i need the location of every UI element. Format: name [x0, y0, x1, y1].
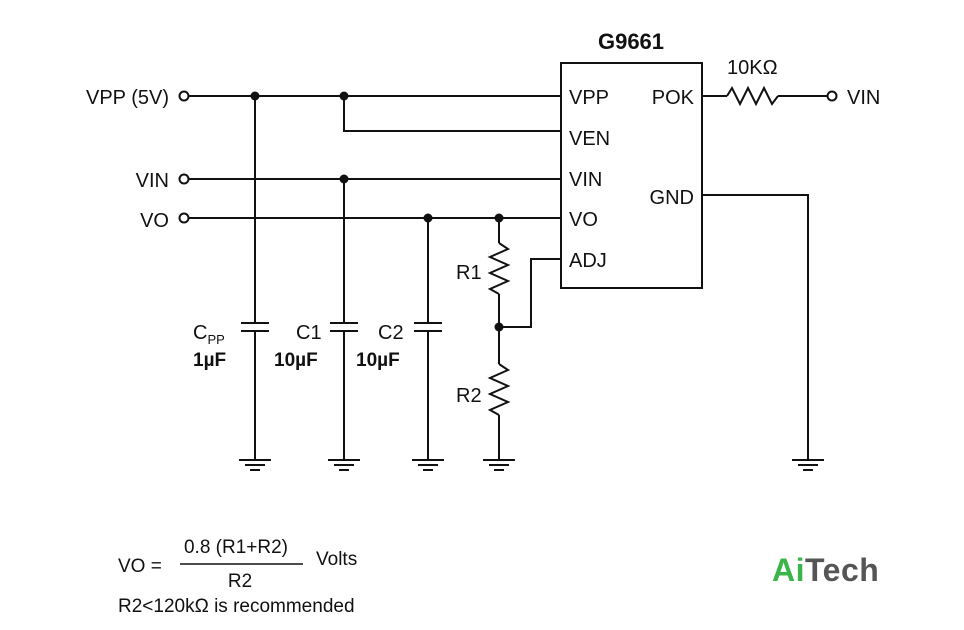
- pin-adj: ADJ: [569, 250, 607, 272]
- junction: [339, 91, 349, 101]
- logo-part-ai: Ai: [772, 552, 805, 588]
- formula-unit: Volts: [316, 549, 357, 570]
- capacitor-c2: [414, 218, 442, 460]
- ground-icon: [239, 459, 271, 471]
- ground-icon: [483, 459, 515, 471]
- resistor-r2: [487, 327, 511, 460]
- ground-icon: [792, 459, 824, 471]
- r1-label: R1: [456, 262, 482, 284]
- terminal-vin-label: VIN: [136, 170, 169, 192]
- cpp-label: CPP: [193, 322, 225, 347]
- terminal-vo-label: VO: [140, 210, 169, 232]
- resistor-pullup: [702, 85, 827, 107]
- pin-vpp: VPP: [569, 87, 609, 109]
- terminal-vin: [178, 173, 190, 185]
- terminal-vo: [178, 212, 190, 224]
- chip-name: G9661: [598, 29, 664, 54]
- ground-icon: [328, 459, 360, 471]
- wire-ven: [343, 96, 561, 132]
- capacitor-c1: [330, 179, 358, 460]
- terminal-vin-out-label: VIN: [847, 87, 880, 109]
- c1-label: C1: [296, 322, 322, 344]
- terminal-vin-out: [826, 90, 838, 102]
- pullup-value: 10KΩ: [727, 57, 778, 79]
- pin-gnd: GND: [650, 187, 694, 209]
- pin-ven: VEN: [569, 128, 610, 150]
- pin-pok: POK: [652, 87, 695, 109]
- r2-label: R2: [456, 385, 482, 407]
- c2-label: C2: [378, 322, 404, 344]
- cpp-value: 1µF: [193, 350, 226, 371]
- wire-adj: [499, 258, 561, 328]
- terminal-vpp-label: VPP (5V): [86, 87, 169, 109]
- resistor-r1: [487, 218, 511, 327]
- c2-value: 10µF: [356, 350, 400, 371]
- aitech-logo: AiTech: [772, 552, 879, 589]
- pin-vin: VIN: [569, 169, 602, 191]
- formula-lhs: VO =: [118, 556, 162, 577]
- capacitor-cpp: [241, 96, 269, 460]
- chip-body: [560, 62, 703, 289]
- wire-gnd: [702, 194, 809, 460]
- c1-value: 10µF: [274, 350, 318, 371]
- formula-note: R2<120kΩ is recommended: [118, 596, 355, 617]
- formula-denominator: R2: [228, 571, 252, 592]
- terminal-vpp: [178, 90, 190, 102]
- ground-icon: [412, 459, 444, 471]
- formula-numerator: 0.8 (R1+R2): [184, 537, 288, 558]
- pin-vo: VO: [569, 209, 598, 231]
- logo-part-tech: Tech: [805, 552, 880, 588]
